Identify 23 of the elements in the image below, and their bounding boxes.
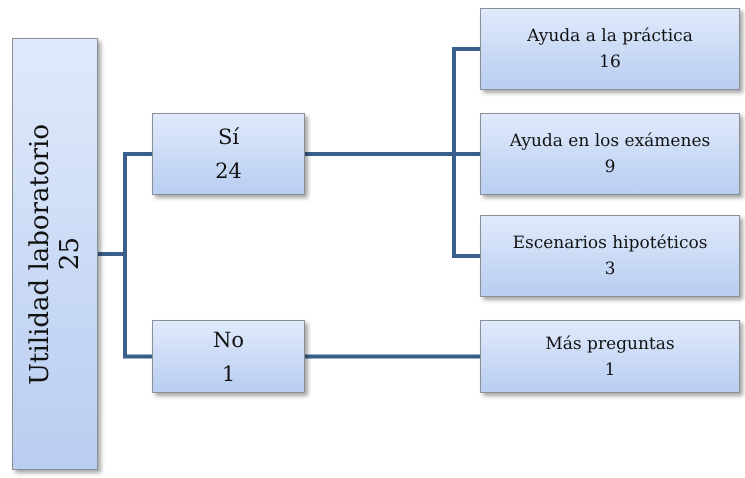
node-label: Ayuda en los exámenes [510,131,710,151]
node-label: Más preguntas [545,334,675,354]
category-box [152,320,305,393]
node-label: No [212,328,244,352]
count-value: 3 [604,259,616,279]
count-value: 9 [604,157,616,177]
node-label: Escenarios hipotéticos [512,233,708,253]
connector-line [305,152,480,258]
result-box [480,320,740,393]
count-value: 16 [599,52,621,72]
result-box [480,113,740,195]
category-box [152,113,305,195]
count-value: 1 [604,360,616,380]
result-box [480,8,740,90]
result-box [480,215,740,297]
node-label: Ayuda a la práctica [527,26,693,46]
node-label: Utilidad laboratorio [25,124,55,384]
connector-line [305,354,480,358]
root-box [12,38,98,470]
count-value: 24 [215,159,242,183]
count-value: 1 [222,362,236,386]
count-value: 25 [55,237,85,271]
node-label: Sí [218,125,240,149]
